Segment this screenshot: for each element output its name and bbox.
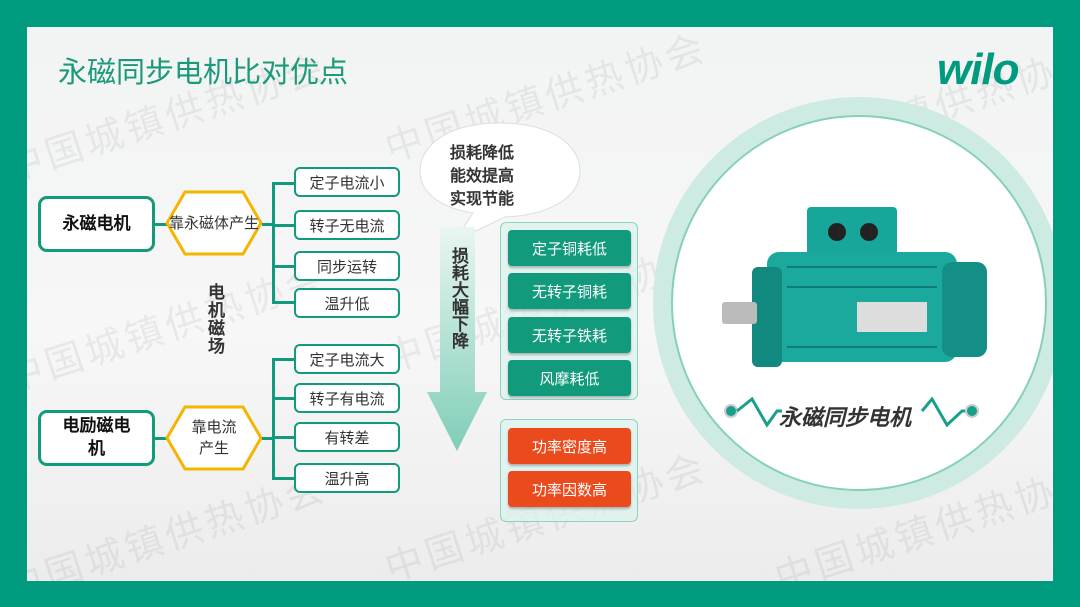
- loss-item: 定子铜耗低: [508, 230, 631, 266]
- ee-feature-box: 转子有电流: [294, 383, 400, 413]
- field-label: 电机磁场: [204, 283, 224, 355]
- ee-feature-box: 有转差: [294, 422, 400, 452]
- pm-motor-box: 永磁电机: [38, 196, 155, 252]
- wilo-logo: wilo: [937, 45, 1020, 94]
- banner-zigzag-icon: [724, 397, 979, 428]
- benefit-item: 功率密度高: [508, 428, 631, 464]
- page-title: 永磁同步电机比对优点: [58, 55, 349, 89]
- pm-feature-box: 转子无电流: [294, 210, 400, 240]
- motor-image: [722, 207, 987, 367]
- ee-feature-box: 温升高: [294, 463, 400, 493]
- loss-panel: 定子铜耗低 无转子铜耗 无转子铁耗 风摩耗低: [500, 222, 638, 400]
- pm-feature-box: 温升低: [294, 288, 400, 318]
- pm-source-hexagon: 靠永磁体产生: [165, 190, 263, 256]
- loss-item: 风摩耗低: [508, 360, 631, 396]
- loss-item: 无转子铜耗: [508, 273, 631, 309]
- product-banner: 永磁同步电机: [779, 406, 912, 431]
- bubble-text: 损耗降低 能效提高 实现节能: [450, 143, 515, 208]
- arrow-label: 损耗大幅下降: [448, 247, 468, 349]
- speech-bubble: [419, 122, 581, 243]
- slide: 中国城镇供热协会 中国城镇供热协会 中国城镇供热协会 中国城镇供热协会 中国城镇…: [27, 27, 1053, 581]
- ee-feature-box: 定子电流大: [294, 344, 400, 374]
- loss-item: 无转子铁耗: [508, 317, 631, 353]
- down-arrow-icon: [427, 227, 487, 451]
- ee-motor-box: 电励磁电机: [38, 410, 155, 466]
- benefit-panel: 功率密度高 功率因数高: [500, 419, 638, 522]
- watermark: 中国城镇供热协会: [27, 464, 333, 581]
- pm-feature-box: 定子电流小: [294, 167, 400, 197]
- ee-source-hexagon: 靠电流产生: [165, 405, 263, 471]
- benefit-item: 功率因数高: [508, 471, 631, 507]
- pm-feature-box: 同步运转: [294, 251, 400, 281]
- watermark: 中国城镇供热协会: [27, 254, 333, 401]
